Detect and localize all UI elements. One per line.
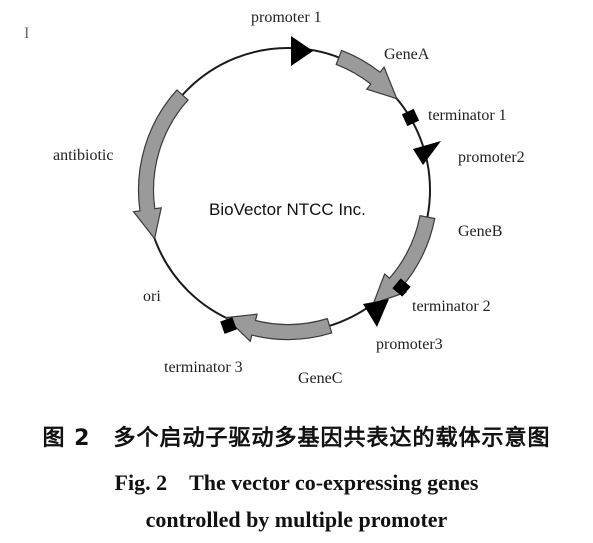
caption-chinese: 图 2 多个启动子驱动多基因共表达的载体示意图 xyxy=(42,426,551,451)
label-gene-a: GeneA xyxy=(384,46,430,63)
label-terminator-2: terminator 2 xyxy=(412,298,491,315)
gene-b-arrow xyxy=(372,214,436,305)
antibiotic-gene-arrow xyxy=(132,89,189,240)
label-ori: ori xyxy=(143,288,161,305)
label-promoter-2: promoter2 xyxy=(458,149,525,166)
gene-a-arrow xyxy=(335,49,398,100)
terminator-2-marker xyxy=(392,278,411,297)
promoter-3-marker xyxy=(363,299,389,327)
label-promoter-3: promoter3 xyxy=(376,336,443,353)
plasmid-map: I promoter 1 GeneA terminator 1 promoter… xyxy=(24,9,525,387)
label-terminator-3: terminator 3 xyxy=(164,359,243,376)
label-gene-b: GeneB xyxy=(458,223,502,240)
caption-english-line-2: controlled by multiple promoter xyxy=(145,507,448,532)
text-cursor-glyph: I xyxy=(24,25,29,42)
label-gene-c: GeneC xyxy=(298,370,342,387)
gene-c-arrow xyxy=(224,313,333,343)
label-antibiotic: antibiotic xyxy=(53,147,113,164)
caption-english-line-1: Fig. 2 The vector co-expressing genes xyxy=(114,470,479,495)
promoter-1-marker xyxy=(291,36,313,66)
label-promoter-1: promoter 1 xyxy=(251,9,322,26)
terminator-3-marker xyxy=(220,317,237,334)
terminator-1-marker xyxy=(401,108,420,127)
promoter-2-marker xyxy=(413,141,441,165)
center-company-label: BioVector NTCC Inc. xyxy=(209,200,366,219)
label-terminator-1: terminator 1 xyxy=(428,107,507,124)
